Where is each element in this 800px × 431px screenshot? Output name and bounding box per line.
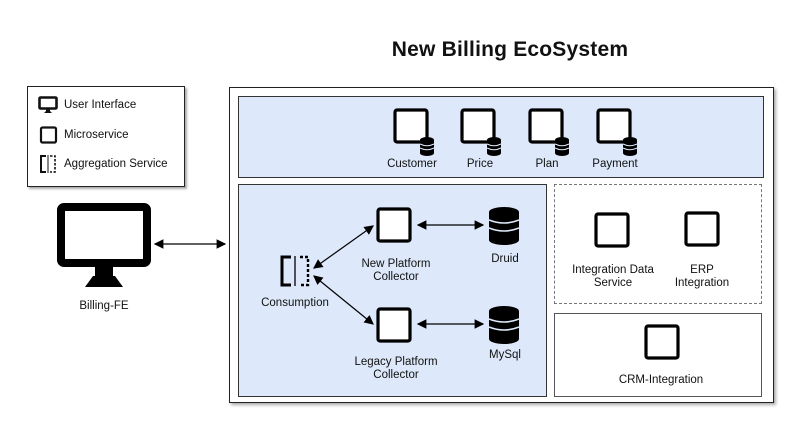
legacy-platform-collector-label: Legacy Platform Collector: [340, 356, 452, 382]
core-services-panel: [238, 96, 764, 178]
plan-label: Plan: [535, 158, 559, 170]
druid-database-icon: [488, 206, 520, 246]
integration-data-service-label-line2: Service: [593, 277, 633, 289]
mysql-label: MySql: [489, 349, 521, 361]
plan-service-icon: [528, 108, 571, 158]
legend-label-user-interface: User Interface: [64, 98, 137, 111]
legend-item-user-interface: User Interface: [38, 95, 136, 115]
core-services-icons: [393, 108, 639, 158]
legacy-platform-collector-label-line1: Legacy Platform: [354, 356, 438, 368]
erp-integration-icon: [684, 211, 720, 247]
consumption-aggregation-icon: [280, 255, 310, 287]
legend: User Interface Microservice Aggregation …: [27, 86, 185, 187]
consumption-to-new-collector-arrow: [313, 225, 374, 269]
erp-integration-label: ERP Integration: [664, 264, 740, 290]
mysql-database-icon: [488, 305, 520, 345]
integration-icons: [594, 211, 720, 248]
customer-label: Customer: [387, 158, 437, 170]
payment-label: Payment: [592, 158, 638, 170]
crm-integration-icon: [644, 324, 680, 360]
monitor-icon: [38, 96, 58, 113]
legacy-platform-collector-icon: [376, 307, 412, 343]
integration-data-service-label: Integration Data Service: [562, 264, 664, 290]
erp-integration-label-line2: Integration: [674, 277, 730, 289]
legend-item-microservice: Microservice: [38, 125, 129, 145]
customer-service-icon: [393, 108, 436, 158]
legacy-platform-collector-label-line2: Collector: [373, 369, 419, 381]
consumption-label: Consumption: [261, 297, 329, 309]
consumption-to-legacy-collector-arrow: [313, 275, 374, 325]
integration-data-service-label-line1: Integration Data: [572, 264, 654, 276]
payment-service-icon: [596, 108, 639, 158]
erp-integration-label-line1: ERP: [690, 264, 714, 276]
integration-data-service-icon: [594, 212, 630, 248]
price-label: Price: [466, 158, 494, 170]
legend-label-aggregation: Aggregation Service: [64, 157, 168, 170]
microservice-icon: [39, 126, 58, 144]
new-platform-collector-icon: [376, 207, 412, 243]
new-platform-collector-label-line2: Collector: [373, 271, 419, 283]
billing-fe-label: Billing-FE: [79, 300, 129, 312]
legend-label-microservice: Microservice: [64, 128, 129, 141]
crm-integration-icon-wrap: [644, 324, 680, 360]
legend-item-aggregation: Aggregation Service: [38, 154, 168, 174]
crm-integration-label: CRM-Integration: [618, 374, 704, 386]
new-platform-collector-label-line1: New Platform: [361, 258, 431, 270]
frontend-connection-arrow: [153, 239, 227, 249]
druid-label: Druid: [491, 253, 519, 265]
billing-fe-monitor-icon: [57, 203, 151, 287]
new-platform-collector-label: New Platform Collector: [344, 258, 448, 284]
aggregation-icon: [40, 155, 56, 173]
consumption-diagram: [280, 206, 520, 345]
integration-panel: [554, 184, 762, 304]
price-service-icon: [460, 108, 503, 158]
diagram-title: New Billing EcoSystem: [391, 38, 629, 61]
